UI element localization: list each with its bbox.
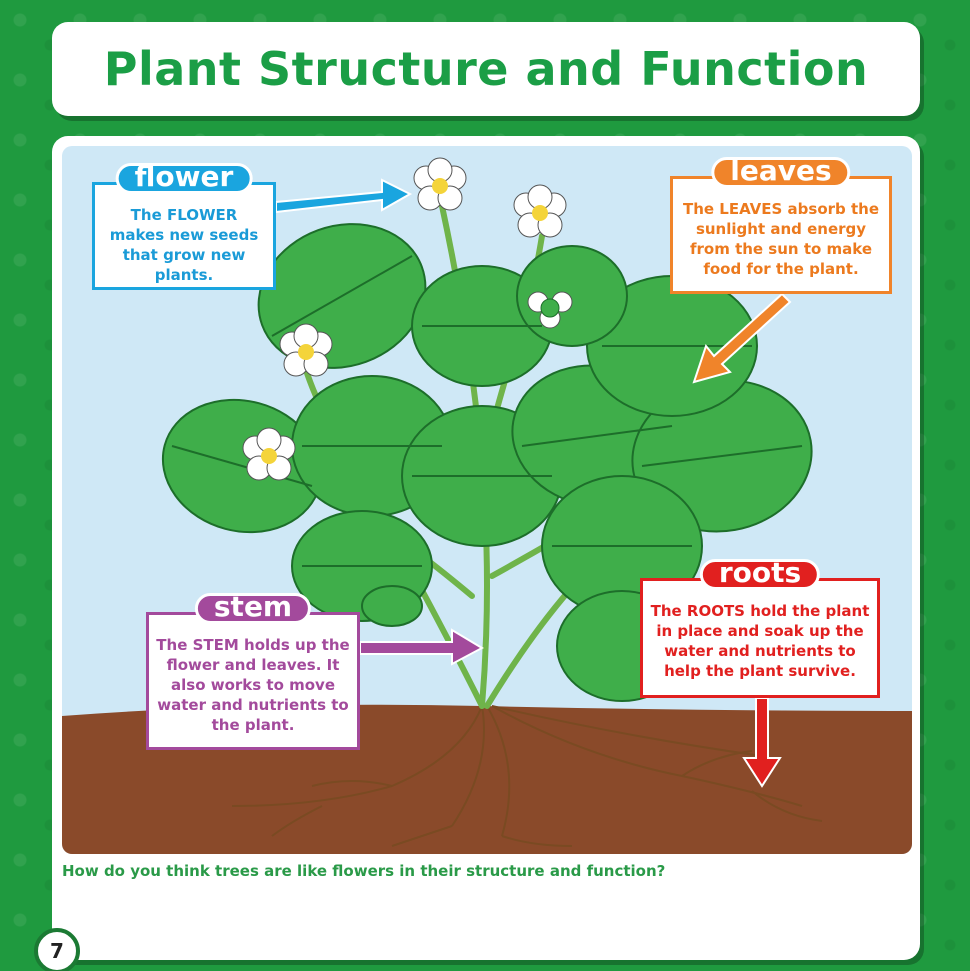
leaves-arrow (692, 292, 792, 384)
page-title: Plant Structure and Function (103, 42, 869, 96)
flower-label-text: The FLOWER makes new seeds that grow new… (109, 206, 259, 284)
plant-diagram (62, 157, 912, 854)
roots-label-text: The ROOTS hold the plant in place and so… (650, 602, 870, 680)
stem-label-box: stem The STEM holds up the flower and le… (146, 593, 360, 750)
leaves-label-text: The LEAVES absorb the sunlight and energ… (682, 200, 880, 278)
flower-arrow (275, 178, 413, 214)
title-card: Plant Structure and Function (52, 22, 920, 116)
page-number: 7 (34, 928, 80, 971)
leaf-veins (171, 255, 803, 567)
flower-label-box: flower The FLOWER makes new seeds that g… (92, 163, 276, 290)
stem-label-title: stem (194, 593, 312, 624)
flowers-drawing (242, 157, 573, 481)
leaves-label-box: leaves The LEAVES absorb the sunlight an… (670, 157, 892, 294)
roots-label-title: roots (699, 559, 821, 590)
stem-label-text: The STEM holds up the flower and leaves.… (156, 636, 350, 734)
flower-label-title: flower (115, 163, 253, 194)
stem-arrow (359, 628, 485, 666)
roots-label-box: roots The ROOTS hold the plant in place … (640, 559, 880, 698)
roots-arrow (742, 697, 782, 788)
leaves-label-title: leaves (711, 157, 851, 188)
discussion-question: How do you think trees are like flowers … (62, 862, 666, 880)
roots-drawing (231, 705, 823, 847)
